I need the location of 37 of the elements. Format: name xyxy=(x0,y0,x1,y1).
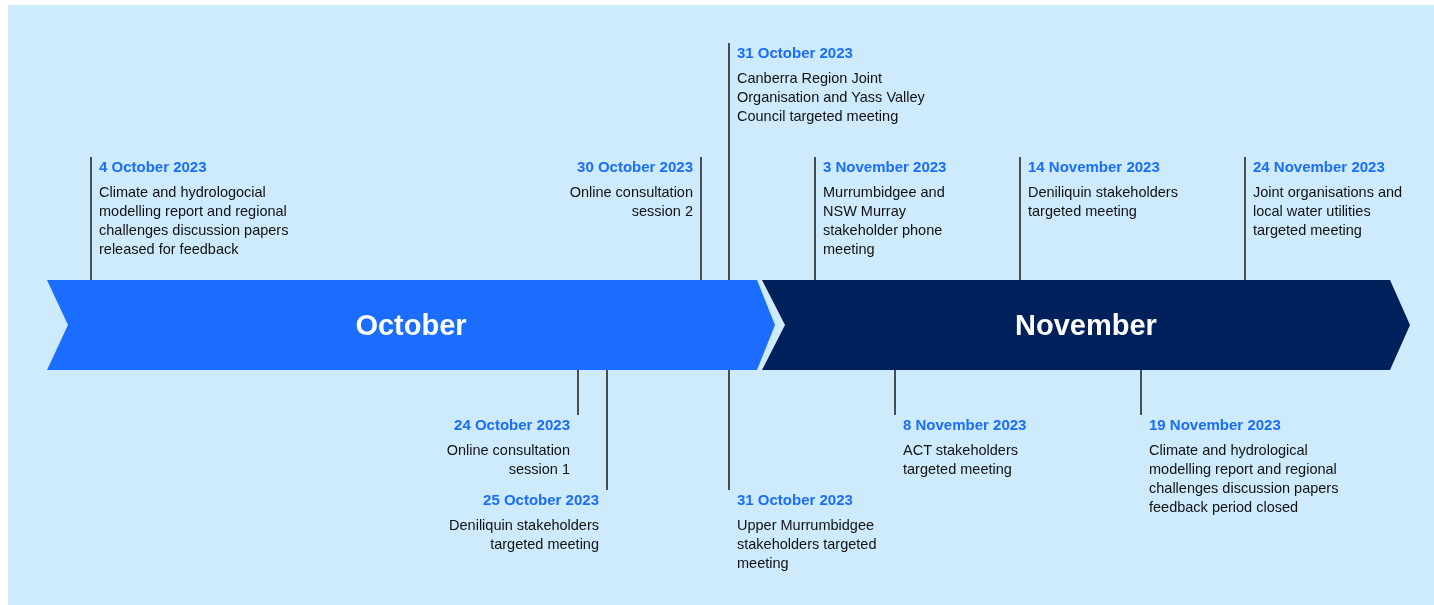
leader-line xyxy=(1140,369,1142,416)
leader-line xyxy=(728,369,730,491)
event-date: 14 November 2023 xyxy=(1028,157,1161,176)
event-date: 24 November 2023 xyxy=(1253,157,1386,176)
event-date: 19 November 2023 xyxy=(1149,415,1282,434)
event-description: Murrumbidgee and NSW Murray stakeholder phone meeting xyxy=(823,183,946,259)
event-date: 4 October 2023 xyxy=(99,157,208,176)
event-description: Upper Murrumbidgee stakeholders targeted meeting xyxy=(737,516,878,573)
event-date: 3 November 2023 xyxy=(823,157,948,176)
leader-line xyxy=(1019,156,1021,281)
event-date: 31 October 2023 xyxy=(737,490,854,509)
event-description: Deniliquin stakeholders targeted meeting xyxy=(1028,183,1179,221)
event-description: Climate and hydrologocial modelling report and regional challenges discussion papers released for feedback xyxy=(99,183,290,259)
leader-line xyxy=(700,156,702,281)
event-description: Online consultation session 2 xyxy=(568,183,693,221)
month-chevron xyxy=(47,280,775,370)
event-description: Joint organisations and local water utilities targeted meeting xyxy=(1253,183,1403,240)
leader-line xyxy=(814,156,816,281)
event-description: Online consultation session 1 xyxy=(445,441,570,479)
event-date: 24 October 2023 xyxy=(453,415,570,434)
event-description: Deniliquin stakeholders targeted meeting xyxy=(448,516,599,554)
event-date: 8 November 2023 xyxy=(903,415,1028,434)
leader-line xyxy=(1244,156,1246,281)
leader-line xyxy=(894,369,896,416)
event-date: 30 October 2023 xyxy=(576,157,693,176)
leader-line xyxy=(606,369,608,491)
month-chevron xyxy=(762,280,1410,370)
leader-line xyxy=(90,156,92,281)
event-date: 31 October 2023 xyxy=(737,43,854,62)
event-date: 25 October 2023 xyxy=(482,490,599,509)
month-label: November xyxy=(1014,308,1158,342)
event-description: ACT stakeholders targeted meeting xyxy=(903,441,1019,479)
leader-line xyxy=(728,42,730,281)
event-description: Canberra Region Joint Organisation and Yass Valley Council targeted meeting xyxy=(737,69,926,126)
month-label: October xyxy=(354,308,468,342)
event-description: Climate and hydrological modelling report and regional challenges discussion papers feedback period closed xyxy=(1149,441,1340,517)
leader-line xyxy=(577,369,579,416)
